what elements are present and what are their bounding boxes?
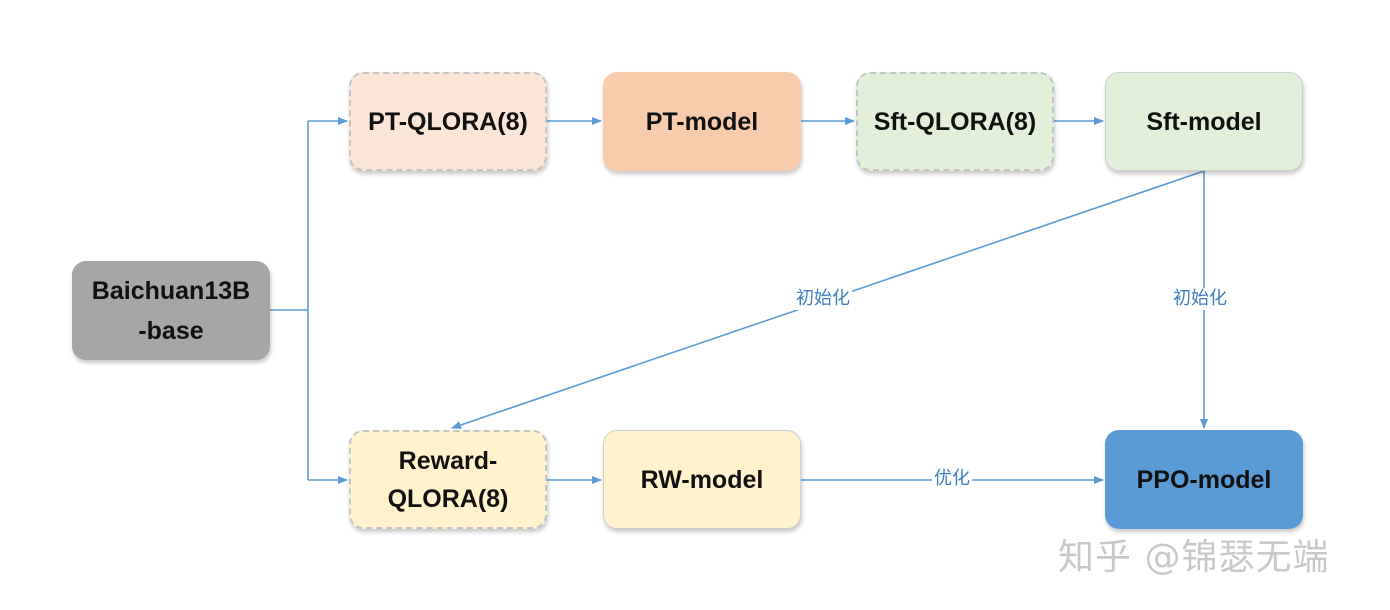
node-baichuan-base-label: Baichuan13B -base	[91, 276, 251, 345]
node-sft-qlora: Sft-QLORA(8)	[856, 72, 1054, 171]
node-rw-model: RW-model	[603, 430, 801, 529]
edge-label-init-vertical: 初始化	[1171, 288, 1229, 310]
node-sft-qlora-label: Sft-QLORA(8)	[873, 107, 1037, 136]
node-pt-model: PT-model	[603, 72, 801, 171]
node-sft-model-label: Sft-model	[1146, 107, 1262, 136]
node-ppo-model: PPO-model	[1105, 430, 1303, 529]
watermark: 知乎 @锦瑟无端	[1058, 537, 1330, 578]
node-pt-qlora: PT-QLORA(8)	[349, 72, 547, 171]
node-pt-qlora-label: PT-QLORA(8)	[368, 107, 528, 136]
edge-label-optimize: 优化	[932, 468, 972, 490]
edge-label-init-diagonal: 初始化	[794, 288, 852, 310]
node-ppo-model-label: PPO-model	[1136, 465, 1272, 494]
node-rw-model-label: RW-model	[640, 465, 764, 494]
node-pt-model-label: PT-model	[645, 107, 759, 136]
node-sft-model: Sft-model	[1105, 72, 1303, 171]
node-reward-qlora: Reward- QLORA(8)	[349, 430, 547, 529]
node-baichuan-base: Baichuan13B -base	[72, 261, 270, 360]
node-reward-qlora-label: Reward- QLORA(8)	[387, 446, 509, 513]
